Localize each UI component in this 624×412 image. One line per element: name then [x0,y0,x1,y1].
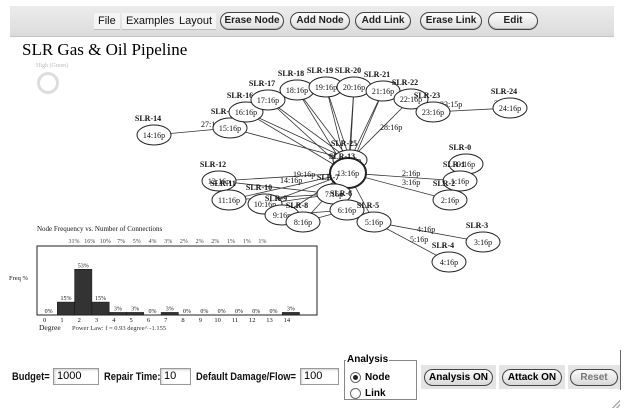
attack-on-button[interactable]: Attack ON [502,369,562,386]
page-title: SLR Gas & Oil Pipeline [22,40,188,59]
radio-node[interactable]: Node [350,372,390,383]
add-link-button[interactable]: Add Link [355,12,411,30]
power-law-annotation: Power Law: f = 0.93 degree^ -1.155 [72,325,166,332]
bar-value-label: 3% [131,306,139,312]
histogram-bar [91,301,110,316]
edit-button[interactable]: Edit [488,12,538,30]
histogram-bar [160,312,179,316]
bar-value-label: 3% [166,306,174,312]
erase-node-button[interactable]: Erase Node [220,12,284,30]
toolbar: File Examples Layout Erase Node Add Node… [10,6,614,37]
fit-curve-label: 2% [211,239,219,245]
radio-node-label: Node [365,372,390,383]
radio-link[interactable]: Link [350,388,386,399]
damage-flow-input[interactable] [300,368,339,385]
bar-value-label: 0% [218,309,226,315]
x-tick-label: 9 [199,317,202,324]
analysis-group-title: Analysis [346,354,390,365]
attack-button-wrap: Attack ON [499,365,565,389]
radio-link-label: Link [365,388,386,399]
analysis-on-button[interactable]: Analysis ON [424,369,493,386]
x-tick-label: 5 [130,317,133,324]
x-tick-label: 2 [78,317,81,324]
fit-curve-label: 10% [100,239,111,245]
bar-value-label: 0% [235,309,243,315]
fit-curve-label: 1% [258,239,266,245]
bar-value-label: 3% [114,306,122,312]
x-tick-label: 4 [112,317,116,324]
bar-value-label: 0% [45,309,53,315]
x-tick-label: 13 [266,317,273,324]
fit-curve-label: 4% [149,239,157,245]
fit-curve-label: 2% [180,239,188,245]
budget-label: Budget= [12,371,50,383]
fit-curve-label: 1% [243,239,251,245]
fit-curve-label: 7% [117,239,125,245]
bar-value-label: 0% [252,309,260,315]
reset-button[interactable]: Reset [570,369,618,386]
x-tick-label: 1 [60,317,63,324]
histogram-bar [57,301,75,316]
histogram-bar [126,312,145,316]
x-tick-label: 8 [181,317,184,324]
add-node-button[interactable]: Add Node [290,12,350,30]
x-tick-label: 6 [147,317,151,324]
repair-time-input[interactable] [160,368,191,385]
resize-grip-icon[interactable] [612,400,620,408]
analysis-button-wrap: Analysis ON [421,365,496,389]
bar-value-label: 53% [78,263,89,269]
menu-examples[interactable]: Examples [122,13,179,30]
health-indicator-icon [37,72,59,94]
histogram-title: Node Frequency vs. Number of Connections [37,225,162,233]
y-axis-label: Freq % [9,275,29,282]
x-tick-label: 11 [232,317,238,324]
damage-flow-label: Default Damage/Flow= [196,371,297,383]
histogram-bar [281,312,300,316]
radio-link-indicator[interactable] [350,388,361,399]
health-label: High (Green) [36,63,69,69]
fit-curve-label: 16% [84,239,95,245]
x-tick-label: 14 [284,317,291,324]
x-tick-label: 12 [249,317,256,324]
menu-file[interactable]: File [94,13,120,30]
bar-value-label: 3% [287,306,295,312]
bar-value-label: 0% [183,309,191,315]
fit-curve-label: 2% [196,239,204,245]
reset-button-wrap: Reset [568,365,620,389]
x-tick-label: 3 [95,317,98,324]
repair-time-label: Repair Time: [104,371,161,383]
bar-value-label: 0% [270,309,278,315]
fit-curve-label: 1% [227,239,235,245]
histogram-bar [108,312,127,316]
fit-curve-label: 5% [133,239,141,245]
menu-layout[interactable]: Layout [175,13,217,30]
x-tick-label: 10 [214,317,221,324]
window-edge [620,350,621,390]
x-tick-label: 7 [164,317,168,324]
x-axis-label: Degree [39,323,61,332]
radio-node-indicator[interactable] [350,372,361,383]
x-tick-label: 0 [43,317,46,324]
budget-input[interactable] [53,368,99,385]
bar-value-label: 0% [148,309,156,315]
histogram-bar [74,269,93,316]
bar-value-label: 15% [60,296,71,302]
fit-curve-label: 3% [164,239,172,245]
fit-curve-label: 31% [69,239,80,245]
bar-value-label: 0% [200,309,208,315]
bar-value-label: 15% [95,296,106,302]
erase-link-button[interactable]: Erase Link [420,12,482,30]
